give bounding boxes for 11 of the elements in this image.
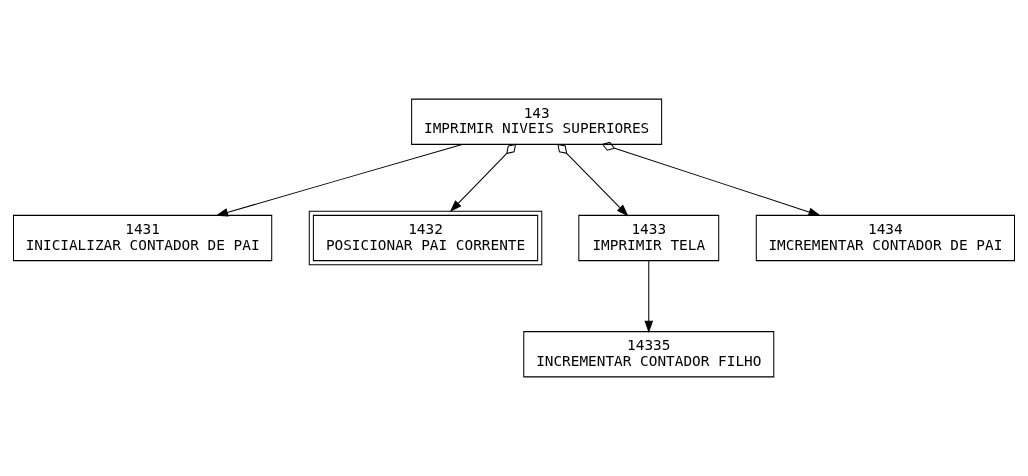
- arrow: [215, 143, 463, 217]
- node-box: 1431 INICIALIZAR CONTADOR DE PAI: [13, 214, 273, 262]
- node-box: 143 IMPRIMIR NIVEIS SUPERIORES: [411, 98, 663, 145]
- arrow: [557, 143, 629, 217]
- node-box: 1434 IMCREMENTAR CONTADOR DE PAI: [755, 214, 1015, 262]
- node-box: 1432 POSICIONAR PAI CORRENTE: [308, 210, 543, 266]
- arrow: [449, 143, 517, 212]
- node-box: 14335 INCREMENTAR CONTADOR FILHO: [523, 331, 775, 378]
- arrow: [644, 260, 654, 334]
- node-box: 1433 IMPRIMIR TELA: [578, 214, 720, 262]
- arrow: [601, 141, 821, 217]
